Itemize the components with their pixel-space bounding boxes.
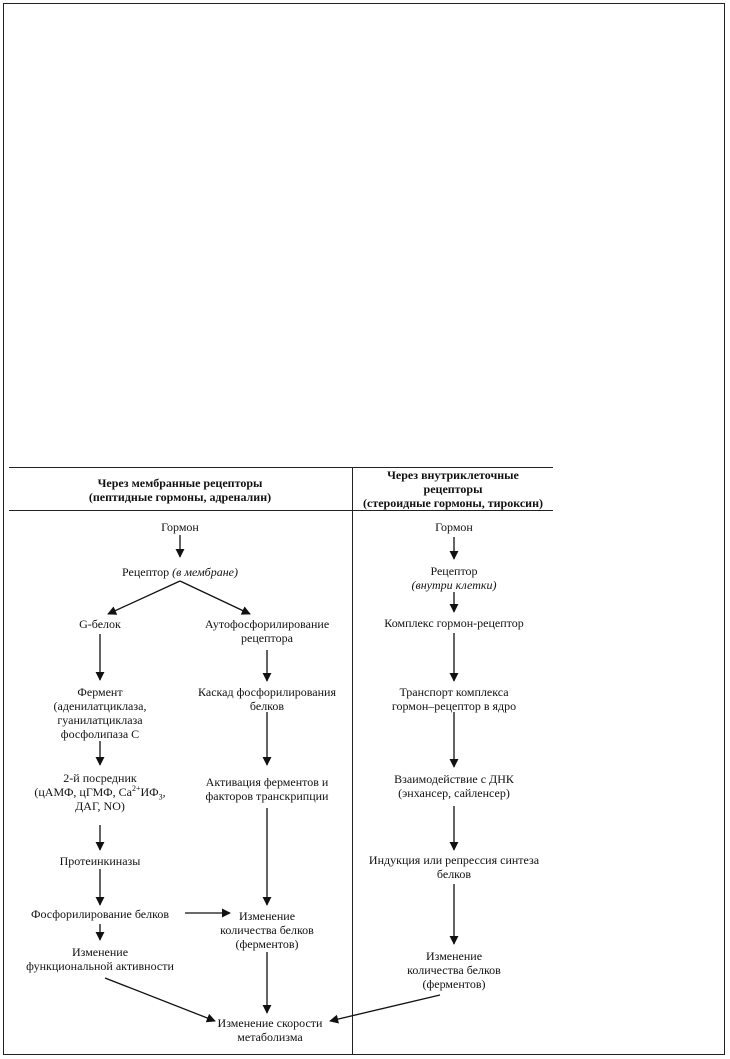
- node-r-receptor-location: (внутри клетки): [411, 578, 497, 592]
- arrow-r-change-metab: [329, 994, 441, 1024]
- header-intracellular-line3: (стероидные гормоны, тироксин): [363, 496, 543, 510]
- node-induction-line2: белков: [436, 867, 472, 881]
- node-receptor-label: Рецептор: [122, 565, 170, 579]
- node-activation-line2: факторов транскрипции: [205, 789, 329, 803]
- header-membrane: Через мембранные рецепторы (пептидные го…: [30, 476, 330, 504]
- node-second-sub: 3: [158, 792, 163, 802]
- node-enzyme: Фермент (аденилатциклаза, гуанилатциклаз…: [54, 685, 147, 741]
- node-change-func-line1: Изменение: [71, 945, 129, 959]
- node-change-func-line2: функциональной активности: [26, 959, 174, 973]
- node-metab-line1: Изменение скорости: [217, 1016, 323, 1030]
- header-intracellular-line1: Через внутриклеточные: [387, 468, 519, 482]
- arrow-receptor-gprotein: [107, 580, 181, 615]
- node-protein-phosphorylation: Фосфорилирование белков: [30, 907, 170, 921]
- node-g-protein: G-белок: [79, 617, 121, 631]
- node-activation: Активация ферментов и факторов транскрип…: [206, 775, 329, 803]
- node-second-line2b: ИФ: [140, 785, 159, 799]
- header-intracellular-line2: рецепторы: [423, 482, 483, 496]
- node-enzyme-line1: Фермент: [77, 685, 123, 699]
- node-change-amount-line2: количества белков: [220, 923, 314, 937]
- node-activation-line1: Активация ферментов и: [205, 775, 329, 789]
- node-cascade-line1: Каскад фосфорилирования: [198, 685, 336, 699]
- node-second-sup: 2+: [131, 784, 141, 793]
- node-change-amount-line1: Изменение: [238, 909, 296, 923]
- node-second-line2c: ,: [162, 785, 166, 799]
- node-hormone-membrane: Гормон: [161, 520, 199, 534]
- node-enzyme-line3: гуанилатциклаза: [57, 713, 143, 727]
- node-autophosphorylation: Аутофосфорилирование рецептора: [205, 617, 329, 645]
- table-top-rule: [9, 467, 553, 468]
- node-transport-line1: Транспорт комплекса: [399, 685, 509, 699]
- node-complex-transport: Транспорт комплекса гормон–рецептор в яд…: [392, 685, 516, 713]
- node-hormone-intracellular: Гормон: [435, 520, 473, 534]
- node-change-amount-left: Изменение количества белков (ферментов): [220, 909, 314, 951]
- arrow-func-metab: [104, 977, 216, 1023]
- node-change-function: Изменение функциональной активности: [26, 945, 174, 973]
- node-second-line1: 2-й посредник: [63, 771, 137, 785]
- node-second-line3: ДАГ, NO): [75, 799, 125, 813]
- node-change-amount-right: Изменение количества белков (ферментов): [407, 949, 501, 991]
- header-membrane-line1: Через мембранные рецепторы: [97, 476, 263, 490]
- node-second-line2a: (цАМФ, цГМФ, Са: [34, 785, 132, 799]
- node-r-change-line2: количества белков: [407, 963, 501, 977]
- node-receptor-location: (в мембране): [172, 565, 238, 579]
- node-induction-line1: Индукция или репрессия синтеза: [368, 853, 540, 867]
- node-r-receptor-label: Рецептор: [430, 564, 478, 578]
- node-dna-line1: Взаимодействие с ДНК: [394, 772, 514, 786]
- node-metab-line2: метаболизма: [237, 1030, 303, 1044]
- node-metabolism-change: Изменение скорости метаболизма: [218, 1016, 323, 1044]
- node-r-change-line1: Изменение: [425, 949, 483, 963]
- node-enzyme-line2: (аденилатциклаза,: [53, 699, 147, 713]
- node-receptor-membrane: Рецептор (в мембране): [122, 565, 238, 579]
- node-enzyme-line4: фосфолипаза С: [60, 727, 140, 741]
- header-membrane-line2: (пептидные гормоны, адреналин): [88, 490, 272, 504]
- node-transport-line2: гормон–рецептор в ядро: [391, 699, 517, 713]
- table-header-rule: [9, 510, 553, 511]
- node-induction-repression: Индукция или репрессия синтеза белков: [369, 853, 539, 881]
- page-frame: [3, 3, 725, 1055]
- node-change-amount-line3: (ферментов): [235, 937, 299, 951]
- column-divider: [352, 467, 353, 1055]
- node-cascade-line2: белков: [249, 699, 285, 713]
- node-phos-cascade: Каскад фосфорилирования белков: [198, 685, 336, 713]
- node-autophos-line2: рецептора: [241, 631, 293, 645]
- arrow-receptor-autophos: [179, 580, 251, 615]
- node-dna-line2: (энхансер, сайленсер): [398, 786, 510, 800]
- node-dna-interaction: Взаимодействие с ДНК (энхансер, сайленсе…: [394, 772, 514, 800]
- node-hormone-receptor-complex: Комплекс гормон-рецептор: [384, 616, 524, 630]
- node-r-change-line3: (ферментов): [422, 977, 486, 991]
- node-receptor-intracellular: Рецептор (внутри клетки): [412, 564, 497, 592]
- node-second-messenger: 2-й посредник (цАМФ, цГМФ, Са2+ИФ3, ДАГ,…: [34, 771, 165, 813]
- header-intracellular: Через внутриклеточные рецепторы (стероид…: [355, 468, 551, 510]
- node-second-line2: (цАМФ, цГМФ, Са2+ИФ3,: [34, 784, 166, 802]
- node-protein-kinases: Протеинкиназы: [59, 854, 141, 868]
- node-autophos-line1: Аутофосфорилирование: [204, 617, 330, 631]
